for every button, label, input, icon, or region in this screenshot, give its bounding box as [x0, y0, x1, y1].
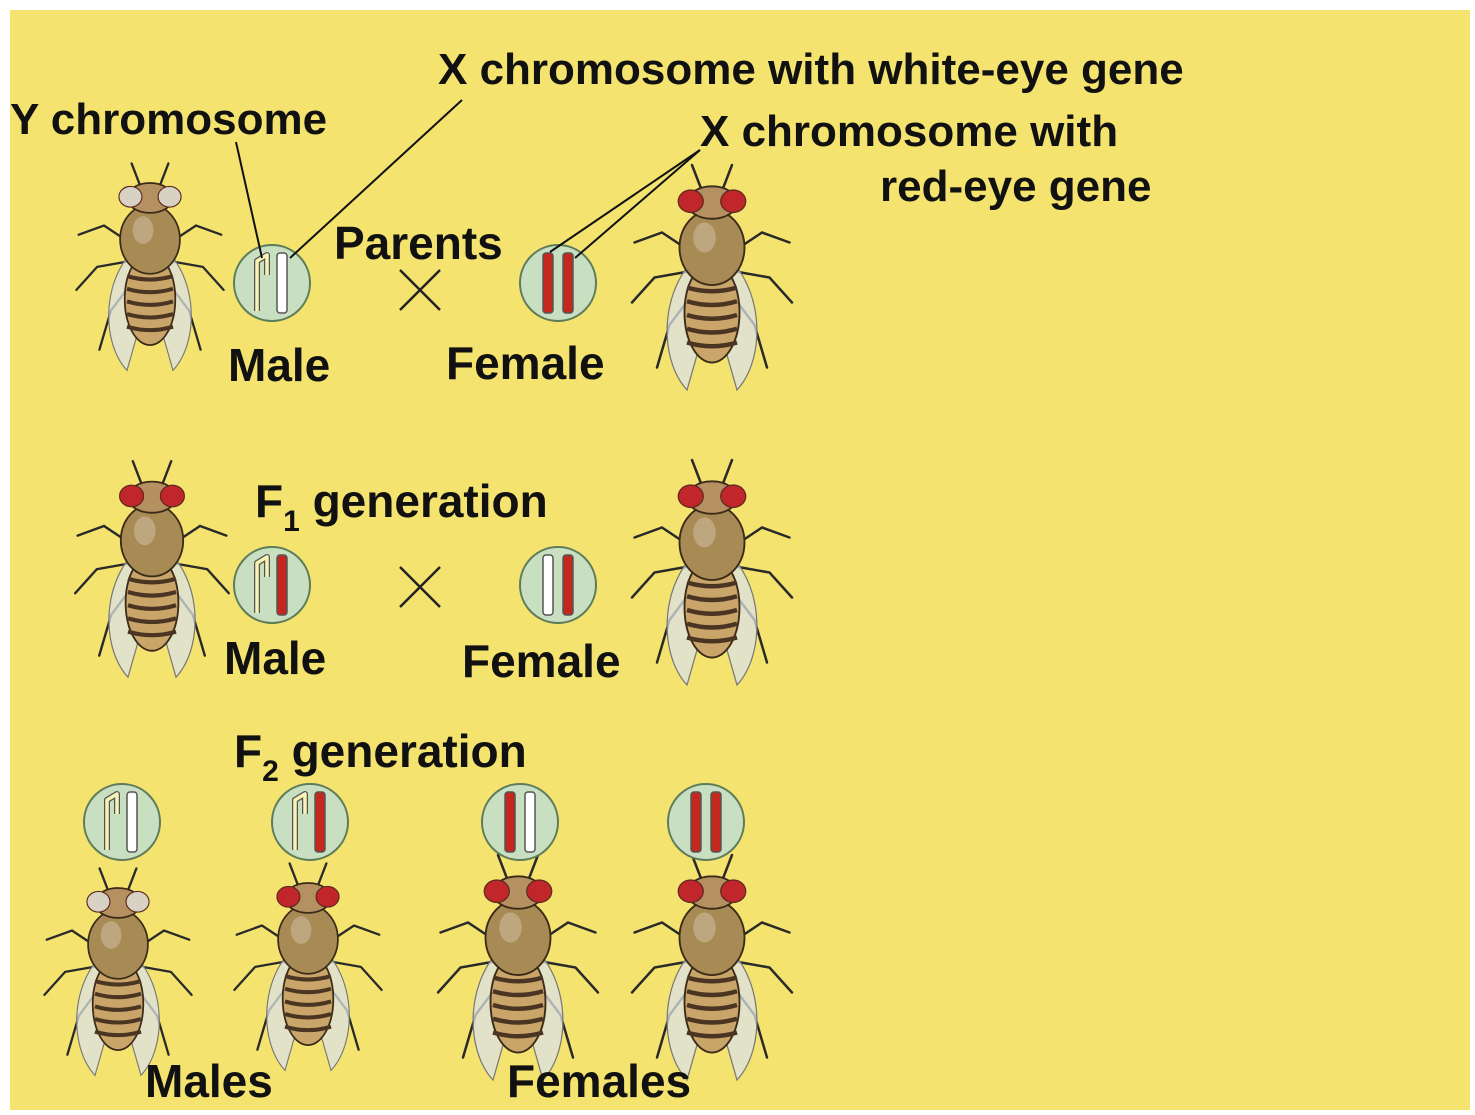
chromosome-circle-f1-male [234, 547, 310, 623]
chromosome-circle-f1-female [520, 547, 596, 623]
fly-f2-male-2 [234, 863, 381, 1070]
f2-letter: F [234, 725, 262, 777]
pointer-x-red-1 [550, 150, 700, 252]
fly-f1-male [75, 461, 229, 677]
cross-symbol-f1 [400, 567, 440, 607]
pointer-y-chromosome [236, 142, 262, 258]
fly-parent-female [632, 165, 792, 390]
label-x-red-eye-line2: red-eye gene [880, 165, 1151, 209]
label-f1-generation: F1 generation [255, 478, 548, 524]
fly-f2-male-1 [44, 868, 191, 1075]
cross-symbol-parents [400, 270, 440, 310]
chromosome-circle-f2-female-1 [482, 784, 558, 860]
chromosome-circle-f2-male-2 [272, 784, 348, 860]
label-x-red-eye-line1: X chromosome with [700, 110, 1118, 154]
fly-f2-female-1 [438, 855, 598, 1080]
chromosome-circle-f2-female-2 [668, 784, 744, 860]
f2-subscript: 2 [262, 755, 279, 788]
label-f2-females: Females [507, 1058, 691, 1104]
f1-letter: F [255, 475, 283, 527]
f1-subscript: 1 [283, 505, 300, 538]
fly-parent-male [76, 163, 223, 370]
label-f2-generation: F2 generation [234, 728, 527, 774]
f1-word: generation [300, 475, 548, 527]
chromosome-circle-parent-male [234, 245, 310, 321]
fly-f1-female [632, 460, 792, 685]
label-f1-male: Male [224, 635, 326, 681]
label-f2-males: Males [145, 1058, 273, 1104]
chromosome-circle-f2-male-1 [84, 784, 160, 860]
label-x-white-eye: X chromosome with white-eye gene [438, 48, 1184, 92]
label-parent-female: Female [446, 340, 605, 386]
label-f1-female: Female [462, 638, 621, 684]
fly-f2-female-2 [632, 855, 792, 1080]
label-parent-male: Male [228, 342, 330, 388]
chromosome-circle-parent-female [520, 245, 596, 321]
f2-word: generation [279, 725, 527, 777]
label-parents: Parents [334, 220, 503, 266]
label-y-chromosome: Y chromosome [10, 98, 327, 142]
